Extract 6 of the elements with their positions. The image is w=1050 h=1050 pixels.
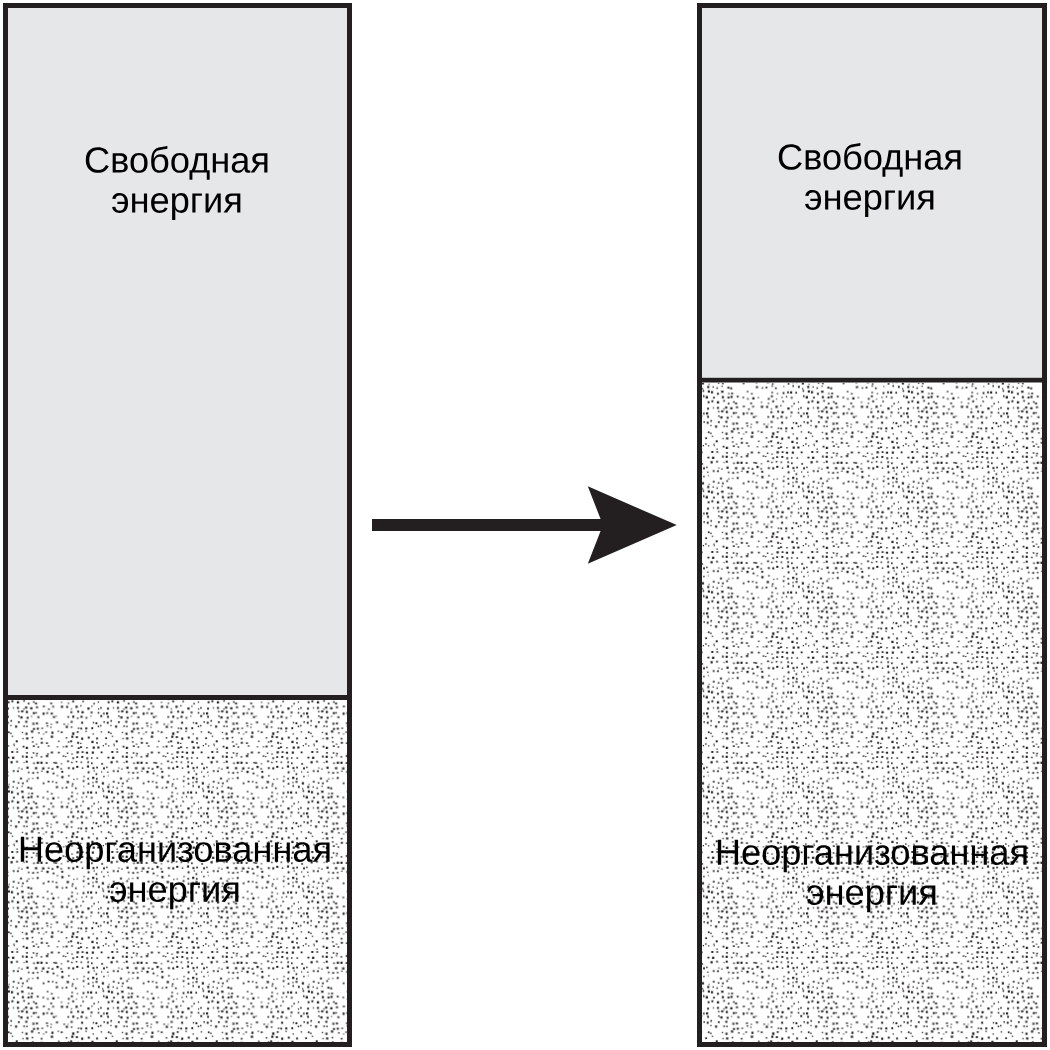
stippled-block: Неорганизованная энергия — [3, 695, 352, 1042]
shaded-block: Свободная энергия — [8, 8, 347, 695]
stippled-block: Неорганизованная энергия — [697, 377, 1047, 1043]
shaded-block: Свободная энергия — [702, 7, 1042, 378]
column-frame — [3, 3, 352, 1047]
column-frame — [697, 3, 1047, 1047]
